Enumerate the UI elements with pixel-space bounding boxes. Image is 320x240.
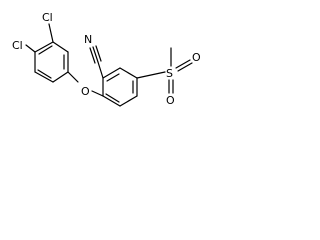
atom-label-sulfonyl-oxygen-lower: O [166,94,175,107]
atom-label-nitrile-nitrogen: N [84,33,92,46]
bond-ring-to-sulfur [136,71,166,79]
dichlorophenyl-ring [34,41,69,83]
sulfonyl-double-bond-upper [175,59,191,69]
bond [52,41,69,53]
bond [119,95,138,107]
nitrile-triple-bond [89,47,96,64]
atom-label-sulfur: S [166,67,173,80]
bond-ring-to-oxygen [67,71,79,83]
bond-to-cl-left [25,44,36,53]
double-bond-inner [38,45,53,55]
nitrile-triple-bond [92,46,99,63]
sulfonyl-double-bond-upper [177,62,193,72]
bond [34,41,54,53]
bond [102,67,121,79]
double-bond-inner [37,69,52,79]
bond-oxygen-to-ring [91,90,104,97]
double-bond-inner [105,93,120,103]
bond [102,95,121,107]
atom-label-sulfonyl-oxygen-upper: O [192,51,201,64]
chemical-structure-diagram: Cl Cl O N S O O [12,11,201,107]
nitrile-triple-bond [95,45,102,62]
atom-label-ether-oxygen: O [81,85,90,98]
bond-ring-to-nitrile-carbon [97,61,104,79]
bond [52,71,69,83]
bond [119,67,138,79]
double-bond-inner [106,73,120,82]
atom-label-cl-top: Cl [42,11,53,24]
atom-label-cl-left: Cl [12,39,23,52]
bond [34,71,54,83]
bond-to-cl-top [48,23,54,43]
benzonitrile-ring [102,67,138,107]
